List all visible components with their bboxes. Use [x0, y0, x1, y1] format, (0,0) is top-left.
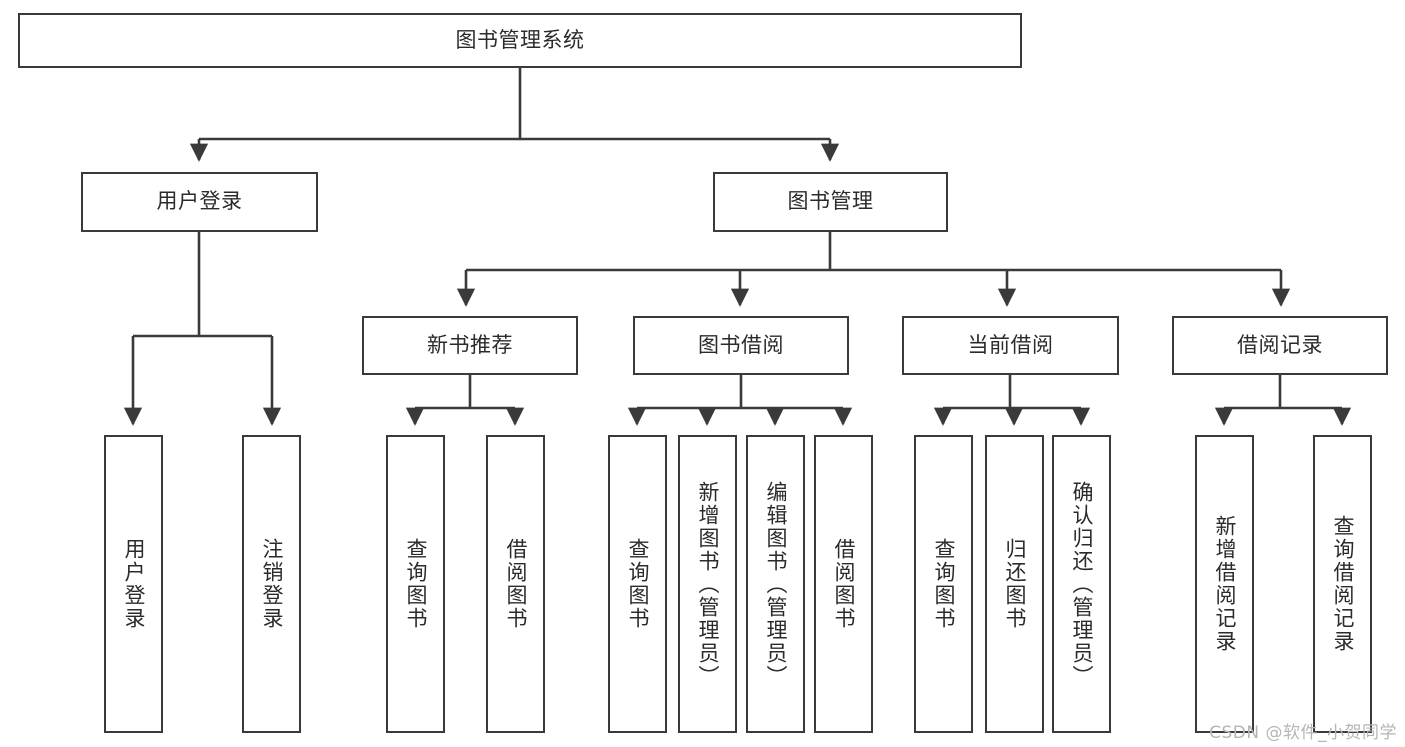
node-leaf-query-book-2-label: 查询图书	[625, 538, 650, 630]
node-leaf-confirm-return-admin-label: 确认归还（管理员）	[1069, 480, 1094, 688]
node-leaf-borrow-book-1[interactable]: 借阅图书	[486, 435, 545, 733]
node-user-login-label: 用户登录	[156, 189, 243, 214]
node-leaf-borrow-book-1-label: 借阅图书	[503, 538, 528, 630]
node-leaf-add-borrow-record[interactable]: 新增借阅记录	[1195, 435, 1254, 733]
csdn-watermark: CSDN @软件_小贺同学	[1209, 723, 1397, 743]
node-leaf-add-book-admin-label: 新增图书（管理员）	[695, 480, 720, 688]
node-book-management[interactable]: 图书管理	[713, 172, 948, 232]
node-leaf-borrow-book-2-label: 借阅图书	[831, 538, 856, 630]
node-leaf-user-logout[interactable]: 注销登录	[242, 435, 301, 733]
node-leaf-user-login[interactable]: 用户登录	[104, 435, 163, 733]
node-new-book-recommend-label: 新书推荐	[427, 332, 513, 357]
node-new-book-recommend[interactable]: 新书推荐	[362, 316, 578, 375]
node-borrow-record[interactable]: 借阅记录	[1172, 316, 1388, 375]
node-leaf-edit-book-admin[interactable]: 编辑图书（管理员）	[746, 435, 805, 733]
node-leaf-add-borrow-record-label: 新增借阅记录	[1212, 515, 1237, 653]
node-leaf-edit-book-admin-label: 编辑图书（管理员）	[763, 480, 788, 688]
node-leaf-borrow-book-2[interactable]: 借阅图书	[814, 435, 873, 733]
node-leaf-query-book-3-label: 查询图书	[931, 538, 956, 630]
node-leaf-query-book-2[interactable]: 查询图书	[608, 435, 667, 733]
node-book-borrow-label: 图书借阅	[698, 332, 784, 357]
node-leaf-return-book-label: 归还图书	[1002, 538, 1027, 630]
node-borrow-record-label: 借阅记录	[1237, 332, 1323, 357]
node-leaf-confirm-return-admin[interactable]: 确认归还（管理员）	[1052, 435, 1111, 733]
node-leaf-add-book-admin[interactable]: 新增图书（管理员）	[678, 435, 737, 733]
node-leaf-query-borrow-record[interactable]: 查询借阅记录	[1313, 435, 1372, 733]
node-leaf-query-borrow-record-label: 查询借阅记录	[1330, 515, 1355, 653]
node-current-borrow-label: 当前借阅	[967, 332, 1054, 357]
node-leaf-query-book-1-label: 查询图书	[403, 538, 428, 630]
node-current-borrow[interactable]: 当前借阅	[902, 316, 1119, 375]
node-leaf-user-login-label: 用户登录	[121, 538, 146, 630]
node-leaf-user-logout-label: 注销登录	[259, 538, 284, 630]
node-book-borrow[interactable]: 图书借阅	[633, 316, 849, 375]
node-root[interactable]: 图书管理系统	[18, 13, 1022, 68]
node-user-login[interactable]: 用户登录	[81, 172, 318, 232]
node-leaf-query-book-3[interactable]: 查询图书	[914, 435, 973, 733]
node-root-label: 图书管理系统	[455, 27, 585, 52]
node-book-management-label: 图书管理	[787, 189, 874, 214]
node-leaf-query-book-1[interactable]: 查询图书	[386, 435, 445, 733]
node-leaf-return-book[interactable]: 归还图书	[985, 435, 1044, 733]
